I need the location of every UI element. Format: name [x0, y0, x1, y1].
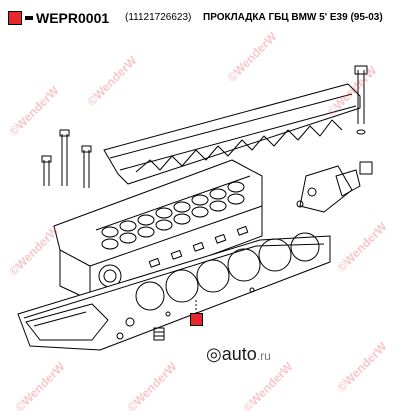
part-code: WEPR0001	[36, 10, 110, 26]
part-description: ПРОКЛАДКА ГБЦ BMW 5' E39 (95-03)	[203, 12, 383, 23]
valve-cover	[103, 83, 361, 185]
oem-number: (11121726623)	[125, 12, 192, 23]
site-logo-name: auto	[221, 344, 257, 364]
part-pointer-marker	[190, 313, 203, 326]
site-logo-domain: .ru	[256, 349, 271, 363]
site-logo: ◎auto.ru	[206, 344, 271, 365]
head-gasket	[17, 232, 331, 351]
marker-square-icon	[8, 11, 22, 25]
logo-icon: ◎	[206, 344, 222, 364]
dowel-sleeve	[153, 327, 165, 341]
thermostat-housing	[296, 161, 373, 213]
bolt-right-top	[354, 65, 368, 135]
header: WEPR0001 (11121726623) ПРОКЛАДКА ГБЦ BMW…	[8, 9, 412, 27]
head-bolts-left	[41, 129, 92, 188]
dash-icon	[25, 16, 33, 20]
